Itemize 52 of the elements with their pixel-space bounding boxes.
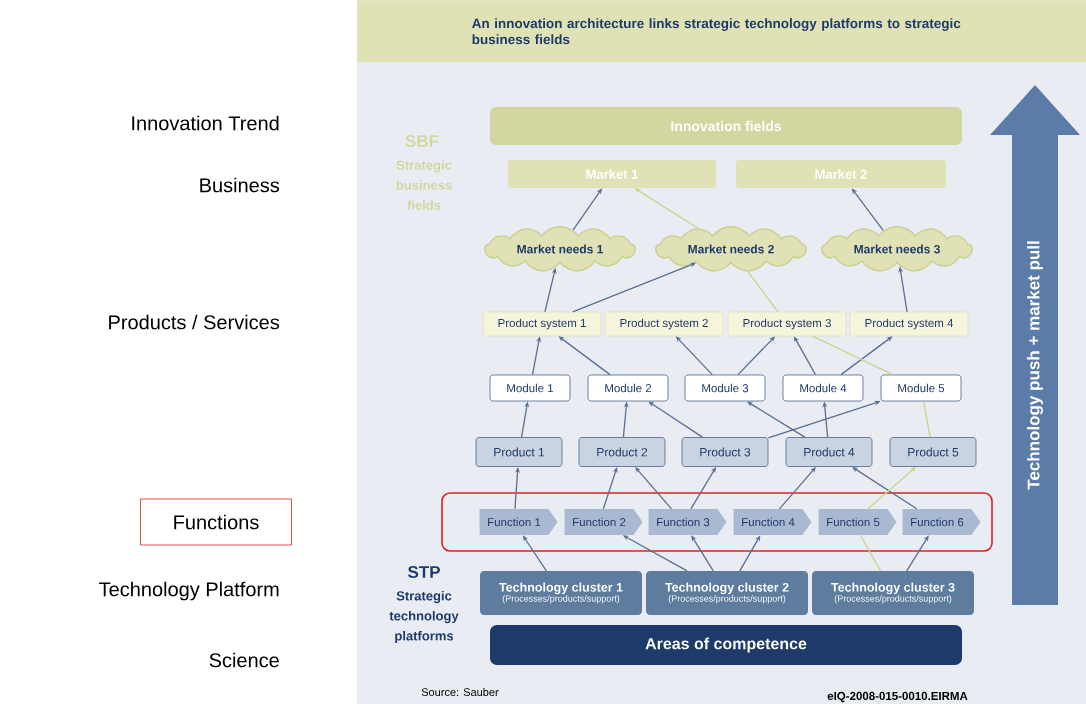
arrow xyxy=(906,535,929,572)
subheading: Strategic technology platforms xyxy=(389,590,459,644)
product-box: Product 5 xyxy=(889,437,977,467)
level-label: Business xyxy=(200,177,280,193)
market-needs-cloud: Market needs 3 xyxy=(821,225,973,272)
level-label: Technology Platform xyxy=(99,581,279,601)
cluster-box: Technology cluster 1 (Processes/products/support) xyxy=(480,571,642,615)
market-box: Market 2 xyxy=(736,160,946,188)
title-banner: An innovation architecture links strategic technology platforms to strategic business fields xyxy=(357,0,1086,63)
module-box: Module 3 xyxy=(684,374,766,402)
module-box: Module 4 xyxy=(782,374,864,402)
level-label: Science xyxy=(209,652,279,668)
function-box: Function 6 xyxy=(902,509,981,535)
function-box: Function 2 xyxy=(564,509,643,535)
product-system-box: Product system 1 xyxy=(482,311,602,337)
highlighted-label: Functions xyxy=(140,498,292,546)
arrow xyxy=(648,401,704,438)
product-system-box: Product system 4 xyxy=(849,311,969,337)
function-box: Function 1 xyxy=(479,509,558,535)
function-box: Function 5 xyxy=(818,509,897,535)
highlight-frame xyxy=(441,492,993,552)
module-box: Module 5 xyxy=(880,374,962,402)
arrow xyxy=(691,535,714,572)
competence-banner: Areas of competence xyxy=(490,625,962,665)
reference-code: eIQ-2008-015-0010.EIRMA xyxy=(827,691,968,703)
product-box: Product 1 xyxy=(475,437,563,467)
product-system-box: Product system 3 xyxy=(727,311,847,337)
arrow xyxy=(851,188,884,232)
function-box: Function 3 xyxy=(648,509,727,535)
heading: STP xyxy=(407,566,440,579)
market-needs-cloud: Market needs 1 xyxy=(484,225,636,272)
arrow xyxy=(558,336,611,376)
product-box: Product 3 xyxy=(681,437,769,467)
arrow xyxy=(739,535,761,572)
product-system-box: Product system 2 xyxy=(604,311,724,337)
cluster-box: Technology cluster 2 (Processes/products/support) xyxy=(646,571,808,615)
heading: SBF xyxy=(405,135,439,148)
level-label: Innovation Trend xyxy=(132,115,279,131)
level-label: Products / Services xyxy=(109,314,280,330)
product-box: Product 4 xyxy=(785,437,873,467)
arrow xyxy=(840,336,893,376)
cluster-box: Technology cluster 3 (Processes/products/support) xyxy=(812,571,974,615)
arrow xyxy=(522,535,547,572)
function-box: Function 4 xyxy=(733,509,812,535)
market-box: Market 1 xyxy=(508,160,716,188)
product-box: Product 2 xyxy=(578,437,666,467)
module-box: Module 1 xyxy=(489,374,571,402)
source-note: Source: Sauber xyxy=(421,687,499,697)
market-needs-cloud: Market needs 2 xyxy=(655,225,807,272)
subheading: Strategic business fields xyxy=(396,160,452,210)
module-box: Module 2 xyxy=(587,374,669,402)
field-banner: Innovation fields xyxy=(490,107,962,145)
